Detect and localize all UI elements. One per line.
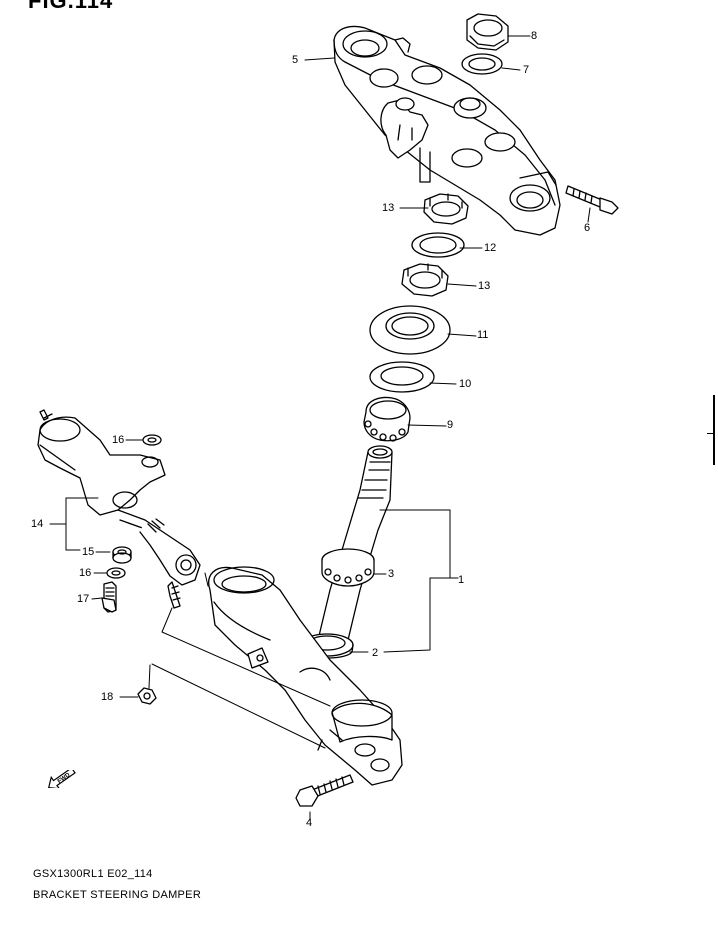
callout-8: 8 <box>531 30 538 42</box>
steering-damper-part <box>37 409 201 609</box>
callout-13-lower: 13 <box>478 280 491 292</box>
callout-1: 1 <box>458 574 465 586</box>
assembly-guide-lines <box>148 572 331 749</box>
callout-4: 4 <box>306 817 313 829</box>
callout-5: 5 <box>292 54 299 66</box>
steering-stem-nut-part <box>466 13 509 51</box>
page-edge-mark <box>713 395 715 465</box>
callout-13-upper: 13 <box>382 202 395 214</box>
callout-15: 15 <box>82 546 95 558</box>
figure-title: FIG.114 <box>28 0 114 13</box>
callout-16-upper: 16 <box>112 434 125 446</box>
callout-leader-lines <box>49 35 591 821</box>
callout-2: 2 <box>372 647 379 659</box>
callout-3: 3 <box>388 568 395 580</box>
callout-11: 11 <box>477 329 489 341</box>
damper-nut-part <box>137 687 157 705</box>
damper-bolt-part <box>101 581 117 613</box>
callout-9: 9 <box>447 419 454 431</box>
callout-6: 6 <box>584 222 591 234</box>
callout-12: 12 <box>484 242 497 254</box>
steering-stem-part <box>317 445 393 641</box>
upper-bracket-part <box>333 25 561 236</box>
pinch-bolt-part <box>295 774 354 807</box>
collar-part <box>112 546 132 564</box>
callout-7: 7 <box>523 64 530 76</box>
washer-16-upper-part <box>142 434 162 446</box>
washer-16-lower-part <box>106 567 126 579</box>
callout-17: 17 <box>77 593 90 605</box>
figure-code: GSX1300RL1 E02_114 <box>33 868 153 880</box>
callout-14: 14 <box>31 518 44 530</box>
callout-18: 18 <box>101 691 114 703</box>
forward-arrow-icon: FWD <box>47 770 76 788</box>
bearing-race-part <box>369 361 435 393</box>
lock-nut-upper-part <box>423 193 469 225</box>
washer-part <box>461 53 503 75</box>
dust-seal-part <box>369 305 451 355</box>
lower-bracket-part <box>208 566 403 786</box>
figure-name: BRACKET STEERING DAMPER <box>33 889 202 901</box>
lower-bearing-part <box>321 548 375 587</box>
page-edge-tick <box>707 433 715 434</box>
lock-washer-part <box>411 232 465 258</box>
lock-nut-lower-part <box>401 263 449 297</box>
callout-10: 10 <box>459 378 472 390</box>
clamp-bolt-part <box>565 185 619 215</box>
callout-16-lower: 16 <box>79 567 92 579</box>
upper-bearing-part <box>363 396 411 442</box>
